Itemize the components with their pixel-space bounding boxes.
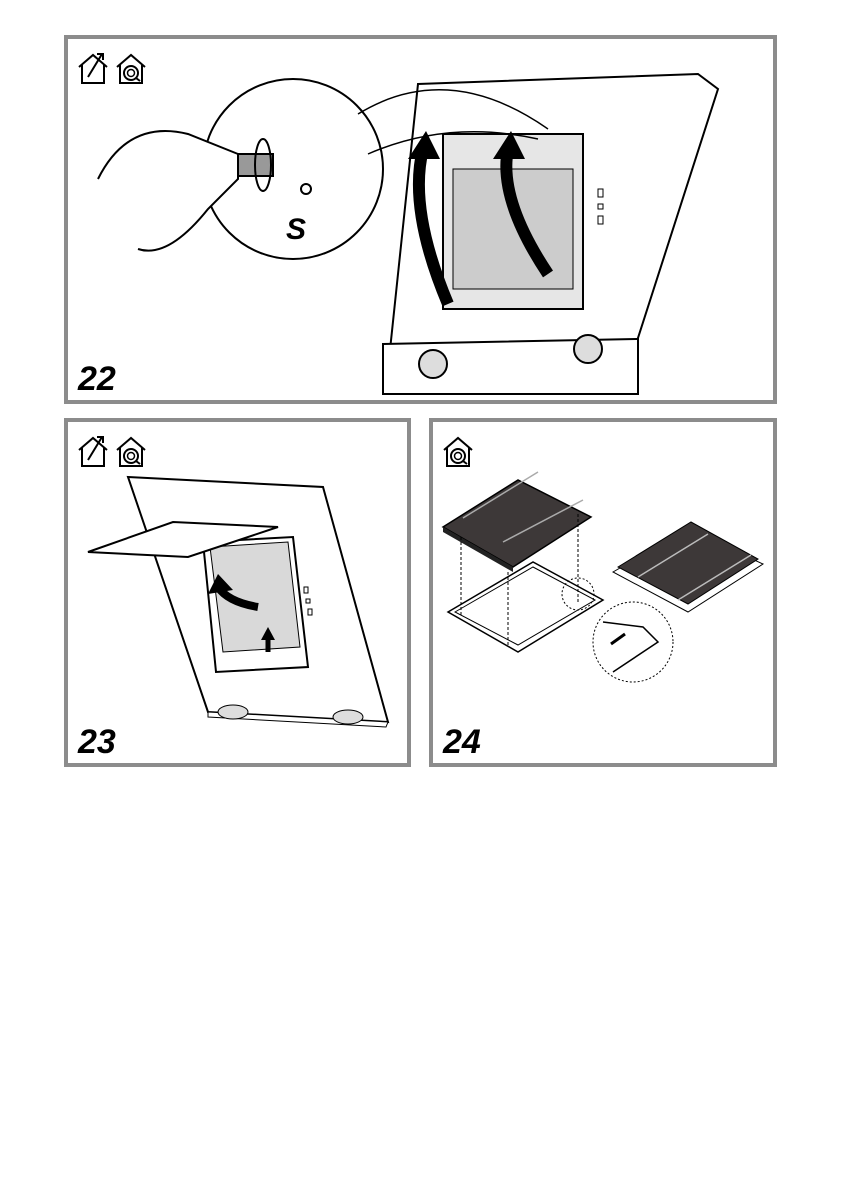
hood-panel-open-illustration [87,475,390,728]
figure-24-panel: 24 [429,418,777,767]
figure-23-panel: 23 [64,418,411,767]
figure-number: 22 [78,360,116,398]
charcoal-filter-fitting-illustration [441,471,765,683]
figure-number: 24 [443,723,481,761]
figure-22-panel: S 22 [64,35,777,404]
hood-filter-release-illustration: S [97,72,720,395]
callout-label-s: S [286,213,306,246]
figure-number: 23 [78,723,116,761]
